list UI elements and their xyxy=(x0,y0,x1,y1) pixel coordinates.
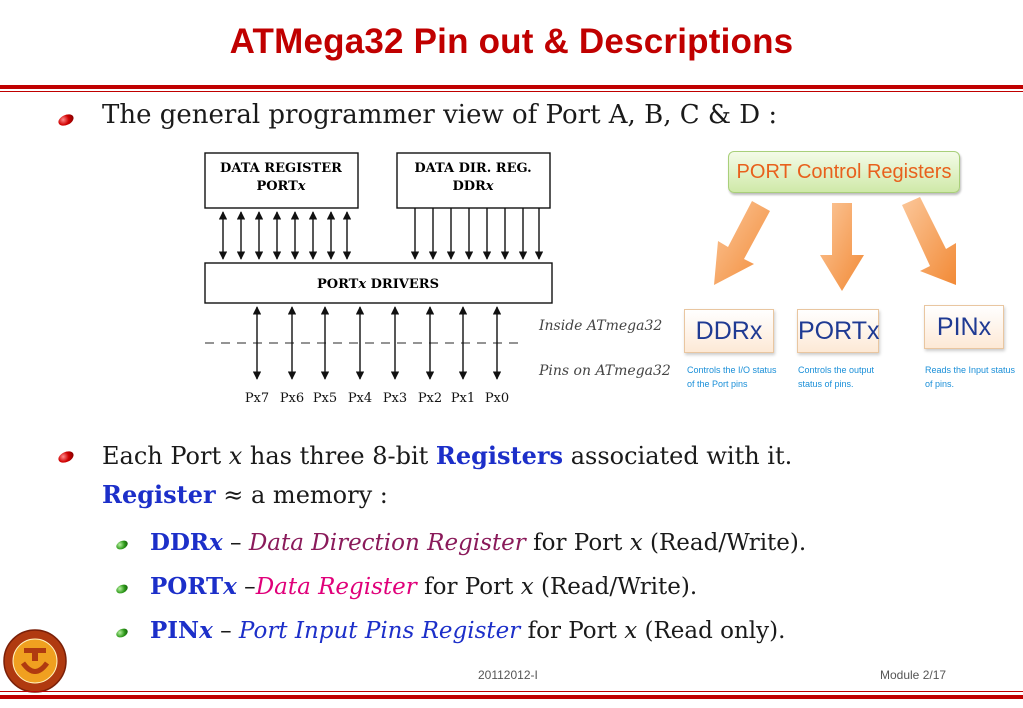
pin-label: Px0 xyxy=(485,391,509,406)
data-register-box xyxy=(204,152,359,209)
sub-bullet-icon xyxy=(114,626,130,640)
bullet-icon xyxy=(56,449,76,465)
pin-label: Px2 xyxy=(418,391,442,406)
port-control-title: PORT Control Registers xyxy=(728,151,960,193)
inside-label: Inside ATmega32 xyxy=(538,318,662,334)
sub-item-ddrx: DDRx – Data Direction Register for Port … xyxy=(150,529,807,556)
data-dir-label: DATA DIR. REG. xyxy=(414,161,531,176)
footer-page-number: Module 2/17 xyxy=(880,668,947,682)
bullet-text-registers: Each Port x has three 8-bit Registers as… xyxy=(102,441,793,470)
title-rule-thick xyxy=(0,85,1023,89)
university-logo-icon xyxy=(3,629,67,693)
portx-box: PORTx xyxy=(797,309,880,353)
data-register-arrows xyxy=(218,211,352,260)
ddrx-box: DDRx xyxy=(684,309,774,353)
data-register-sub-label: PORTx xyxy=(256,179,305,194)
port-block-diagram: DATA REGISTER PORTx DATA DIR. REG. DDRx … xyxy=(204,152,671,406)
footer-rule-thin xyxy=(0,691,1023,692)
register-definition: Register ≈ a memory : xyxy=(102,480,388,509)
pin-label: Px4 xyxy=(348,391,372,406)
slide-title: ATMega32 Pin out & Descriptions xyxy=(229,22,794,61)
footer-session: 20112012-I xyxy=(478,668,538,682)
pin-arrows xyxy=(252,306,502,380)
control-arrows xyxy=(714,197,956,291)
pin-label: Px7 xyxy=(245,391,269,406)
pin-label: Px6 xyxy=(280,391,304,406)
pins-label: Pins on ATmega32 xyxy=(538,363,671,379)
port-control-panel: PORT Control Registers DDRx PORTx PINx C… xyxy=(680,145,1023,405)
bullet-text-programmer-view: The general programmer view of Port A, B… xyxy=(102,100,778,130)
port-drivers-label: PORTx DRIVERS xyxy=(317,277,439,292)
data-dir-box xyxy=(396,152,551,209)
sub-bullet-icon xyxy=(114,582,130,596)
data-dir-arrows xyxy=(410,208,544,260)
arrow-to-ddrx xyxy=(714,201,770,285)
port-drivers-box xyxy=(204,262,553,304)
footer-rule-thick xyxy=(0,695,1023,699)
pin-label: Px3 xyxy=(383,391,407,406)
arrow-to-portx xyxy=(820,203,864,291)
sub-item-portx: PORTx –Data Register for Port x (Read/Wr… xyxy=(150,573,698,600)
data-register-label: DATA REGISTER xyxy=(220,161,342,176)
pin-label: Px5 xyxy=(313,391,337,406)
arrow-to-pinx xyxy=(902,197,956,285)
pinx-box: PINx xyxy=(924,305,1004,349)
title-rule-thin xyxy=(0,91,1023,92)
sub-bullet-icon xyxy=(114,538,130,552)
sub-item-pinx: PINx – Port Input Pins Register for Port… xyxy=(150,617,786,644)
data-dir-sub-label: DDRx xyxy=(452,179,493,194)
pin-label: Px1 xyxy=(451,391,475,406)
bullet-icon xyxy=(56,112,76,128)
